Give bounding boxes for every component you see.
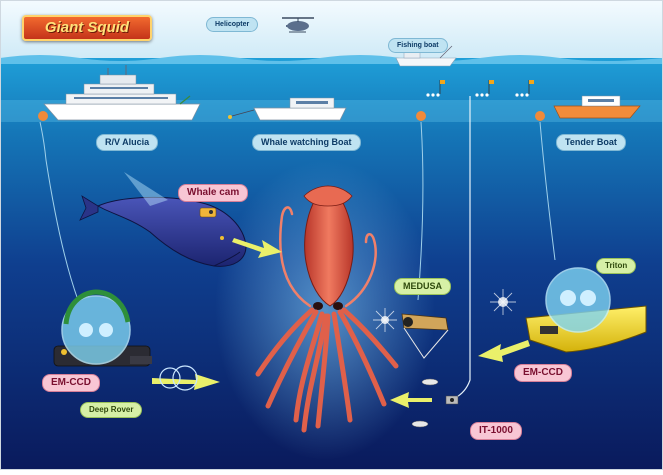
- label-rv-alucia: R/V Alucia: [96, 134, 158, 151]
- label-medusa: MEDUSA: [394, 278, 451, 295]
- label-whale-cam: Whale cam: [178, 184, 248, 202]
- label-triton: Triton: [596, 258, 636, 274]
- label-helicopter: Helicopter: [206, 17, 258, 32]
- label-fishing-boat: Fishing boat: [388, 38, 448, 53]
- label-em-ccd-right: EM-CCD: [514, 364, 572, 382]
- label-it-1000: IT-1000: [470, 422, 522, 440]
- label-em-ccd-left: EM-CCD: [42, 374, 100, 392]
- title-banner: Giant Squid: [22, 15, 152, 41]
- label-deep-rover: Deep Rover: [80, 402, 142, 418]
- label-whale-watching-boat: Whale watching Boat: [252, 134, 361, 151]
- label-tender-boat: Tender Boat: [556, 134, 626, 151]
